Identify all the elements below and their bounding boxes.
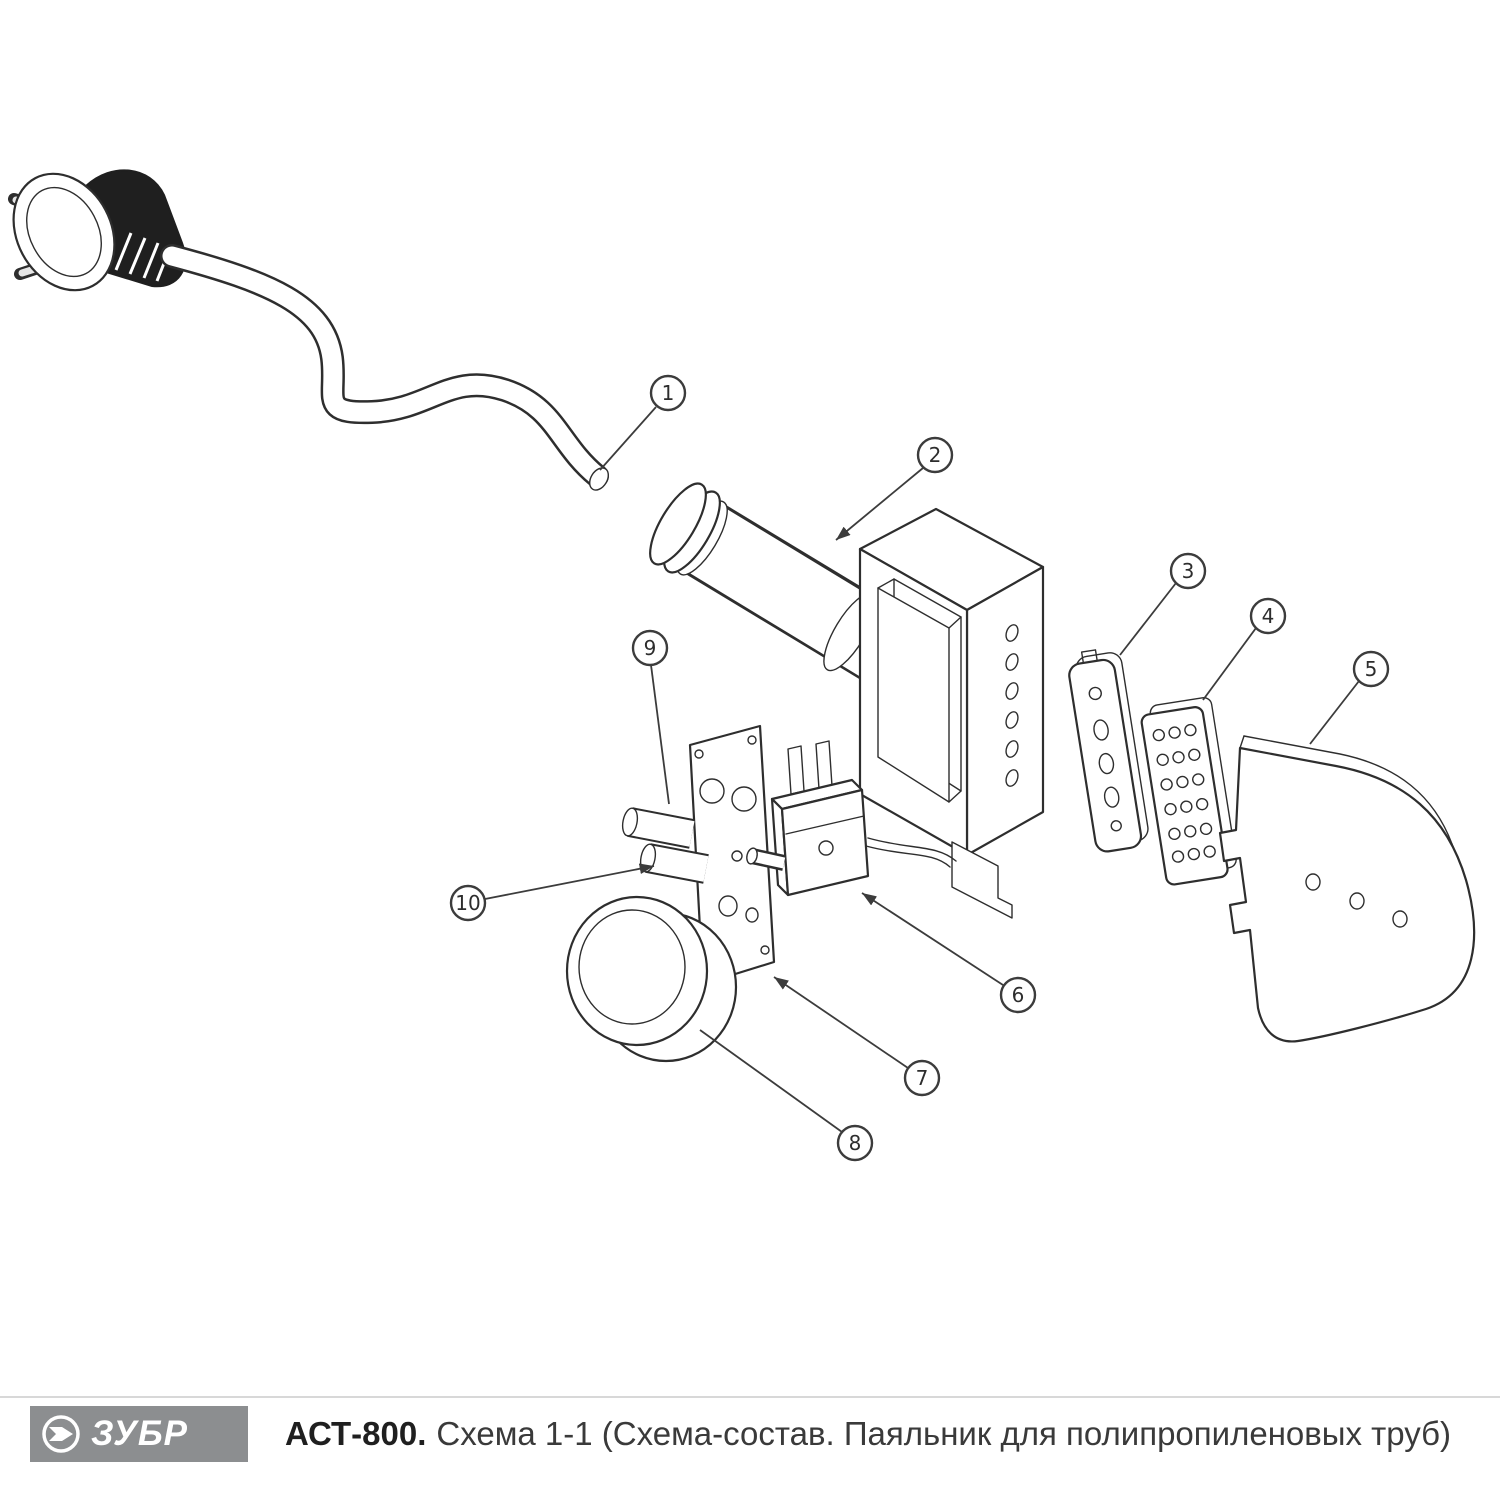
callout-10-label: 10 (455, 891, 480, 915)
callout-5-label: 5 (1365, 657, 1378, 681)
heater-housing (858, 507, 1045, 919)
thermostat (746, 740, 957, 897)
callout-3: 3 (1169, 552, 1207, 590)
heating-plate (1218, 735, 1476, 1043)
diagram-caption: АСТ-800. Схема 1-1 (Схема-состав. Паяльн… (285, 1406, 1451, 1462)
callout-8: 8 (836, 1124, 874, 1162)
callout-7: 7 (903, 1059, 941, 1097)
callout-4-label: 4 (1262, 604, 1275, 628)
power-cord (160, 244, 609, 491)
brand-arrow-icon (42, 1415, 80, 1453)
callout-9-label: 9 (644, 636, 657, 660)
insulator-plate (1068, 649, 1149, 853)
brand-name: ЗУБР (91, 1414, 188, 1453)
handle-tube (649, 482, 906, 681)
callout-9: 9 (631, 629, 669, 667)
leader-lines (484, 406, 1360, 1133)
callout-4: 4 (1249, 597, 1287, 635)
callout-1-label: 1 (662, 381, 675, 405)
brand-logo: ЗУБР (30, 1406, 248, 1462)
callout-6-label: 6 (1012, 983, 1025, 1007)
model-number: АСТ-800. (285, 1415, 427, 1452)
callout-6: 6 (999, 976, 1037, 1014)
diagram-title: Схема 1-1 (Схема-состав. Паяльник для по… (436, 1415, 1452, 1452)
callout-10: 10 (449, 884, 487, 922)
callout-2-label: 2 (929, 443, 942, 467)
footer-divider (0, 1396, 1500, 1398)
knob (565, 895, 738, 1063)
callout-5: 5 (1352, 650, 1390, 688)
heater-block (1140, 696, 1237, 886)
callout-1: 1 (649, 374, 687, 412)
callout-7-label: 7 (916, 1066, 929, 1090)
callout-8-label: 8 (849, 1131, 862, 1155)
indicator-lamps (621, 807, 709, 884)
callout-2: 2 (916, 436, 954, 474)
callout-3-label: 3 (1182, 559, 1195, 583)
power-plug (8, 169, 186, 292)
